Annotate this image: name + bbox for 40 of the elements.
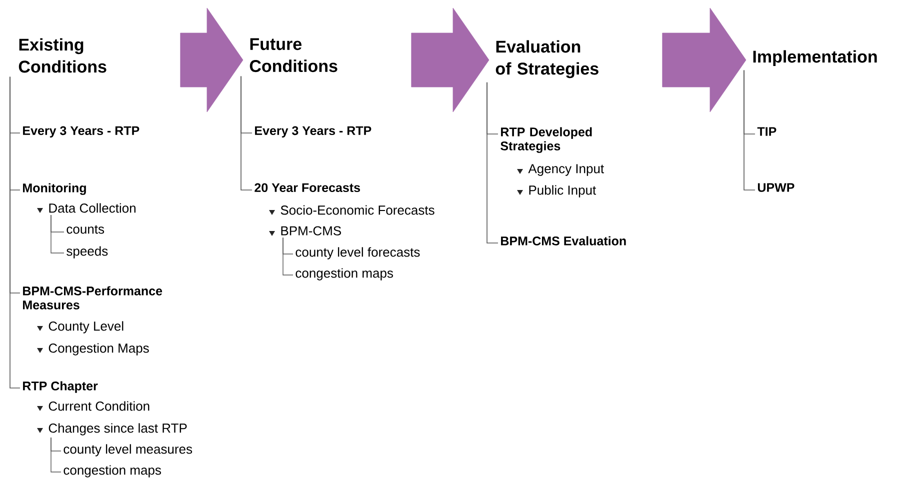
tree-connector [50, 437, 62, 472]
sub-item: county level forecasts [296, 247, 420, 260]
stage-heading: Existing Conditions [18, 38, 106, 73]
sub-item: speeds [66, 246, 108, 258]
tree-connector [10, 76, 20, 388]
topic-item: Every 3 Years - RTP [23, 126, 140, 138]
stage-heading: Implementation [753, 50, 877, 66]
topic-item: UPWP [758, 183, 794, 192]
tree-connector [744, 70, 756, 190]
bullet-item: Congestion Maps [48, 343, 149, 356]
topic-item: Every 3 Years - RTP [255, 126, 372, 138]
tree-connector [50, 214, 64, 254]
topic-item: RTP Chapter [23, 381, 98, 393]
stage-heading: Evaluation of Strategies [496, 40, 598, 78]
tree-connector [282, 237, 294, 276]
stage-heading: Future Conditions [250, 38, 338, 72]
block-arrow [411, 8, 490, 112]
topic-item: RTP Developed Strategies [500, 127, 592, 153]
tree-connector [240, 76, 252, 190]
sub-item: congestion maps [64, 465, 161, 478]
sub-item: counts [66, 225, 104, 234]
bullet-item: Data Collection [37, 203, 136, 213]
topic-item: 20 Year Forecasts [254, 183, 360, 192]
bullet-item: Current Condition [48, 401, 150, 411]
topic-item: Monitoring [23, 183, 86, 195]
block-arrow [662, 8, 746, 112]
sub-item: county level measures [64, 444, 192, 456]
block-arrow [180, 8, 244, 112]
bullet-item: Agency Input [528, 164, 604, 176]
bullet-item: Socio-Economic Forecasts [280, 205, 434, 215]
topic-item: BPM-CMS-Performance Measures [23, 286, 162, 310]
bullet-item: County Level [48, 321, 124, 334]
bullet-item: Public Input [529, 185, 596, 198]
bullet-item: BPM-CMS [269, 226, 341, 236]
tree-connector [486, 82, 498, 244]
node-label: BPM-CMS [281, 226, 341, 236]
topic-item: TIP [757, 127, 776, 136]
topic-item: BPM-CMS Evaluation [501, 236, 626, 246]
bullet-item: Changes since last RTP [37, 423, 187, 436]
sub-item: congestion maps [296, 268, 393, 280]
